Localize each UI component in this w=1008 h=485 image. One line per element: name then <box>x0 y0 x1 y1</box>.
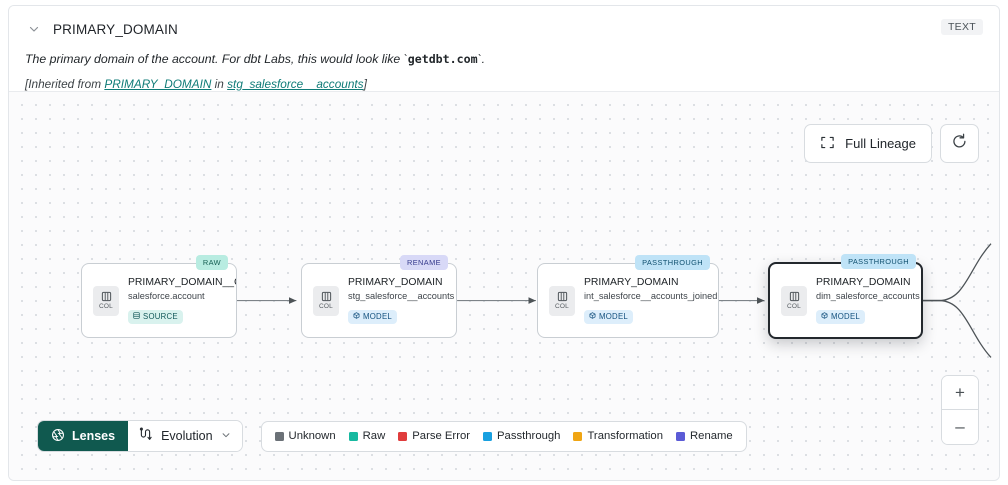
cube-icon <box>589 312 596 321</box>
column-glyph-icon <box>557 291 568 302</box>
chevron-down-icon[interactable] <box>25 20 43 38</box>
chevron-down-icon <box>221 430 231 443</box>
description-text-pre: The primary domain of the account. For d… <box>25 52 408 66</box>
inherited-from-note: [Inherited from PRIMARY_DOMAIN in stg_sa… <box>25 77 983 91</box>
lineage-canvas[interactable]: Full Lineage + – RAW <box>9 91 999 480</box>
legend-item[interactable]: Transformation <box>573 430 663 442</box>
zoom-controls: + – <box>941 375 979 445</box>
node-tag-label: SOURCE <box>143 312 178 321</box>
column-glyph-icon <box>789 291 800 302</box>
node-body: PRIMARY_DOMAIN int_salesforce__accounts_… <box>584 277 718 324</box>
node-tag-label: MODEL <box>363 312 392 321</box>
lineage-node[interactable]: RAW COL PRIMARY_DOMAIN__C salesforce.acc… <box>81 255 237 338</box>
legend-item[interactable]: Rename <box>676 430 733 442</box>
canvas-bottom-bar: Lenses Evolution <box>37 420 747 452</box>
zoom-out-button[interactable]: – <box>942 410 978 444</box>
cube-icon <box>821 312 828 321</box>
column-icon: COL <box>313 285 339 316</box>
legend-label: Parse Error <box>412 430 471 442</box>
zoom-in-button[interactable]: + <box>942 376 978 410</box>
evolution-icon <box>138 427 153 445</box>
lineage-legend: Unknown Raw Parse Error Passthrough Tran… <box>260 420 747 452</box>
legend-item[interactable]: Passthrough <box>483 430 560 442</box>
full-lineage-label: Full Lineage <box>845 136 916 151</box>
column-icon: COL <box>549 285 575 316</box>
column-icon-label: COL <box>319 303 333 310</box>
node-subtitle: stg_salesforce__accounts <box>348 291 455 301</box>
header-title-row: PRIMARY_DOMAIN <box>25 16 983 42</box>
cube-icon <box>353 312 360 321</box>
legend-swatch <box>348 431 358 441</box>
refresh-icon <box>951 133 968 155</box>
description-text-post: `. <box>477 52 486 66</box>
column-detail-panel: PRIMARY_DOMAIN TEXT The primary domain o… <box>8 5 1000 481</box>
inherited-prefix: [Inherited from <box>25 76 105 91</box>
page-title: PRIMARY_DOMAIN <box>53 21 178 37</box>
column-icon-label: COL <box>99 303 113 310</box>
column-glyph-icon <box>321 291 332 302</box>
lineage-node-selected[interactable]: PASSTHROUGH COL PRIMARY_DOMAIN dim_sales… <box>768 254 923 339</box>
canvas-top-controls: Full Lineage <box>804 124 979 163</box>
legend-label: Passthrough <box>497 430 561 442</box>
legend-label: Transformation <box>587 430 664 442</box>
expand-icon <box>820 135 835 153</box>
inherited-column-link[interactable]: PRIMARY_DOMAIN <box>104 76 212 91</box>
full-lineage-button[interactable]: Full Lineage <box>804 124 932 163</box>
lenses-button[interactable]: Lenses <box>38 421 129 451</box>
node-type-tag: SOURCE <box>128 309 183 324</box>
node-type-tag: MODEL <box>584 309 633 324</box>
column-description: The primary domain of the account. For d… <box>25 51 983 68</box>
evolution-label: Evolution <box>161 429 213 443</box>
node-title: PRIMARY_DOMAIN <box>584 277 679 288</box>
lineage-node[interactable]: RENAME COL PRIMARY_DOMAIN stg_salesforce… <box>301 255 457 338</box>
node-body: PRIMARY_DOMAIN dim_salesforce_accounts M… <box>816 277 921 324</box>
legend-swatch <box>676 431 686 441</box>
lenses-label: Lenses <box>72 429 116 443</box>
node-subtitle: salesforce.account <box>128 291 205 301</box>
node-tag-label: MODEL <box>599 312 628 321</box>
node-badge: PASSTHROUGH <box>635 255 710 270</box>
legend-label: Unknown <box>288 430 336 442</box>
node-title: PRIMARY_DOMAIN <box>348 277 443 288</box>
node-badge: RENAME <box>399 255 448 270</box>
column-icon-label: COL <box>787 303 801 310</box>
aperture-icon <box>51 428 65 445</box>
legend-swatch <box>483 431 493 441</box>
lenses-control-group: Lenses Evolution <box>37 420 243 452</box>
node-title: PRIMARY_DOMAIN__C <box>128 277 236 288</box>
column-icon: COL <box>781 285 807 316</box>
node-subtitle: dim_salesforce_accounts <box>816 291 920 301</box>
description-code: getdbt.com <box>407 52 478 66</box>
node-badge: RAW <box>195 255 228 270</box>
inherited-model-link[interactable]: stg_salesforce__accounts <box>227 76 364 91</box>
inherited-suffix: ] <box>363 76 367 91</box>
column-icon: COL <box>93 285 119 316</box>
node-tag-label: MODEL <box>831 312 860 321</box>
legend-item[interactable]: Parse Error <box>398 430 470 442</box>
column-glyph-icon <box>101 291 112 302</box>
column-icon-label: COL <box>555 303 569 310</box>
inherited-mid: in <box>211 76 228 91</box>
node-badge: PASSTHROUGH <box>841 254 916 269</box>
legend-swatch <box>274 431 284 441</box>
node-subtitle: int_salesforce__accounts_joined <box>584 291 718 301</box>
node-title: PRIMARY_DOMAIN <box>816 277 911 288</box>
legend-label: Raw <box>362 430 386 442</box>
panel-header: PRIMARY_DOMAIN TEXT The primary domain o… <box>9 6 999 91</box>
legend-item[interactable]: Unknown <box>274 430 336 442</box>
evolution-dropdown[interactable]: Evolution <box>128 421 242 451</box>
node-body: PRIMARY_DOMAIN stg_salesforce__accounts … <box>348 277 456 324</box>
node-type-tag: MODEL <box>816 309 865 324</box>
legend-swatch <box>398 431 408 441</box>
table-icon <box>133 312 140 321</box>
refresh-button[interactable] <box>940 124 979 163</box>
legend-swatch <box>573 431 583 441</box>
node-type-tag: MODEL <box>348 309 397 324</box>
node-body: PRIMARY_DOMAIN__C salesforce.account SOU… <box>128 277 236 324</box>
legend-label: Rename <box>690 430 733 442</box>
type-badge: TEXT <box>940 19 983 35</box>
lineage-node[interactable]: PASSTHROUGH COL PRIMARY_DOMAIN int_sales… <box>537 255 719 338</box>
legend-item[interactable]: Raw <box>348 430 386 442</box>
